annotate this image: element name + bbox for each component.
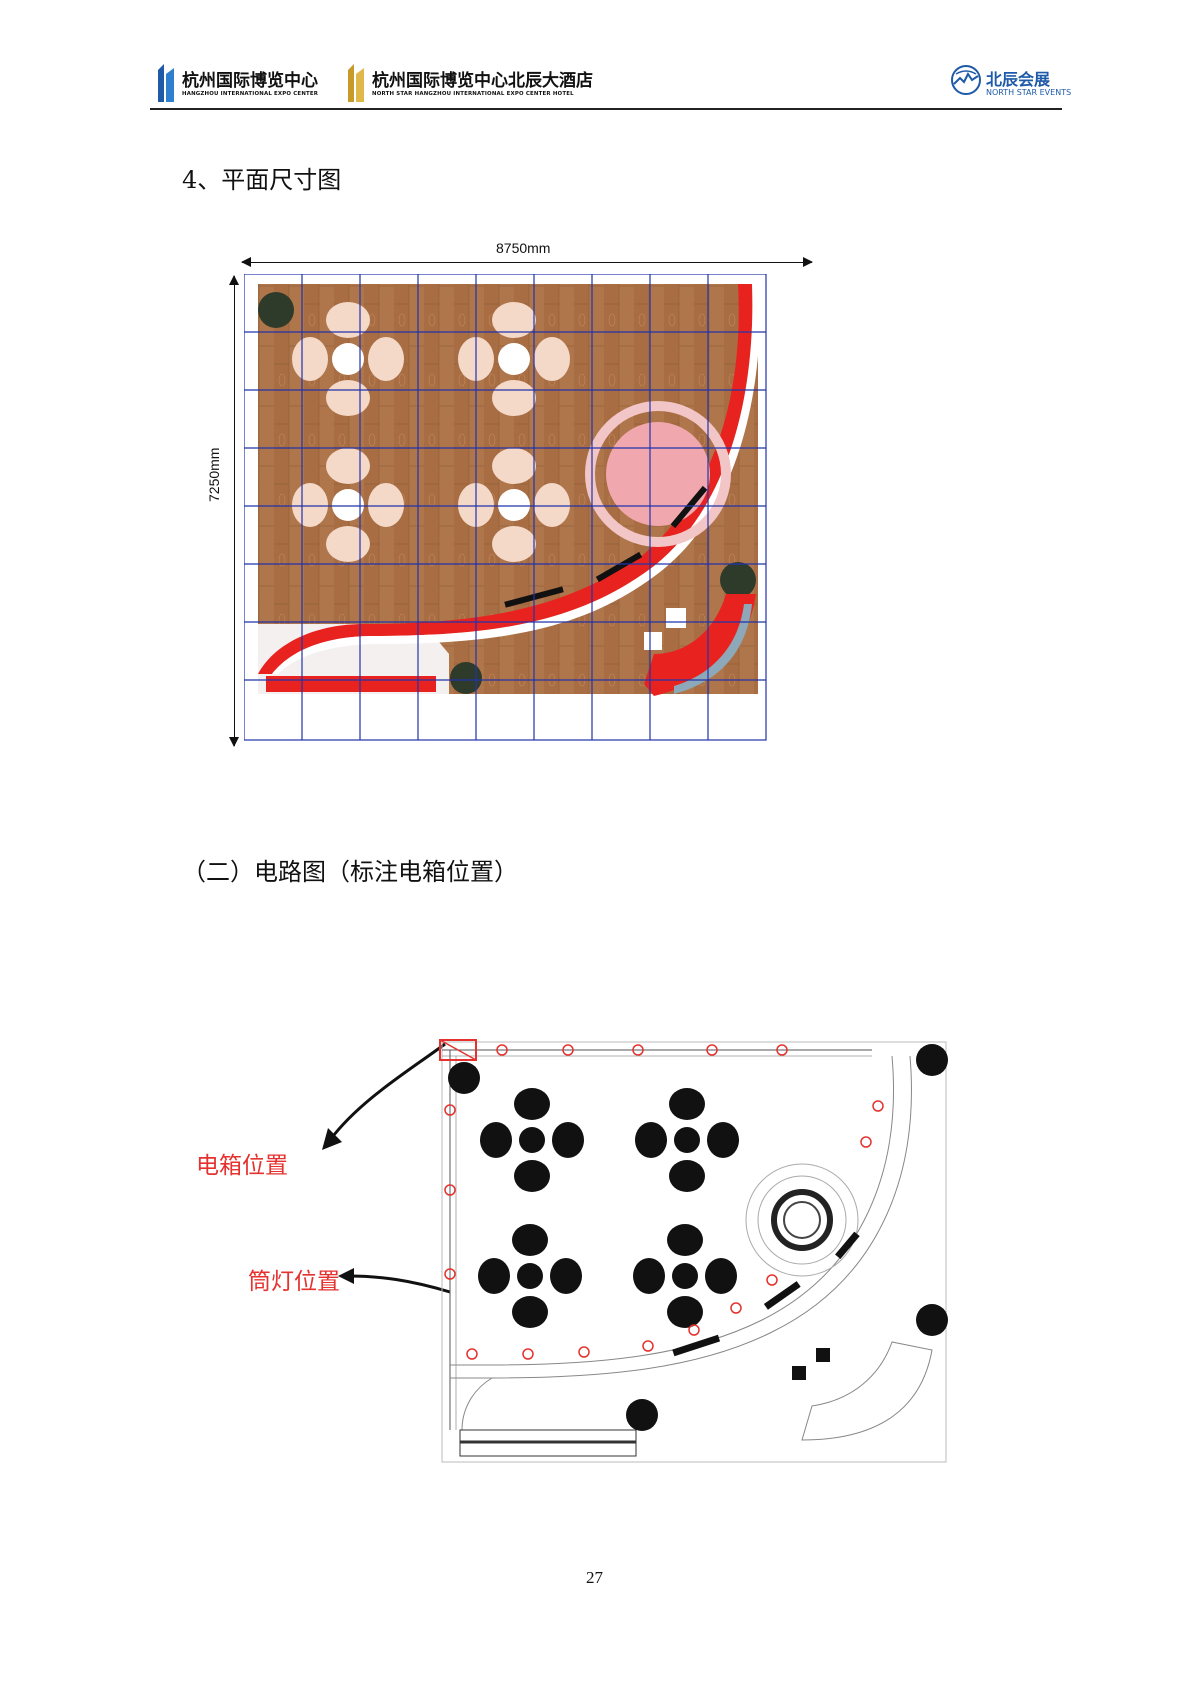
width-dimension-line (241, 257, 813, 267)
plant (916, 1304, 948, 1336)
annotation-electric-box: 电箱位置 (196, 1153, 288, 1179)
plant (258, 292, 294, 328)
plant (720, 562, 756, 598)
arrow-to-light (347, 1274, 451, 1294)
electric-box (439, 1039, 477, 1061)
display-bar (595, 551, 643, 583)
table-set (635, 1088, 739, 1192)
table-set (633, 1224, 737, 1328)
arrow-head (322, 1128, 342, 1150)
stool (644, 632, 662, 650)
plant (448, 1062, 480, 1094)
red-curved-wall (258, 284, 753, 674)
logo3-text-cn: 北辰会展 (986, 70, 1051, 89)
table-set (292, 448, 404, 562)
logo3-text-en: NORTH STAR EVENTS (986, 88, 1072, 97)
plant (450, 662, 482, 694)
logo1-text-en: HANGZHOU INTERNATIONAL EXPO CENTER (182, 91, 319, 97)
expo-logo-icon (158, 64, 174, 102)
display-bar (672, 1334, 721, 1357)
annotation-downlight: 筒灯位置 (248, 1269, 340, 1295)
arrow-head (338, 1268, 354, 1284)
curved-wall-line (450, 1055, 894, 1366)
logo2-text-en: NORTH STAR HANGZHOU INTERNATIONAL EXPO C… (372, 91, 574, 97)
grid-overlay (244, 274, 767, 741)
table-set (480, 1088, 584, 1192)
display-bar (835, 1231, 860, 1260)
north-star-events-logo: 北辰会展 NORTH STAR EVENTS (950, 64, 1071, 104)
north-star-hotel-logo: 杭州国际博览中心北辰大酒店 NORTH STAR HANGZHOU INTERN… (346, 64, 636, 104)
table-set (458, 302, 570, 416)
round-counter-ring (585, 401, 731, 547)
logo1-text-cn: 杭州国际博览中心 (182, 71, 318, 91)
reception-counter-outline (801, 1341, 933, 1441)
logo2-text-cn: 杭州国际博览中心北辰大酒店 (372, 71, 593, 91)
arrow-to-box (328, 1042, 446, 1141)
page-number: 27 (586, 1568, 603, 1587)
table-set (478, 1224, 582, 1328)
stool (816, 1348, 830, 1362)
hangzhou-expo-logo: 杭州国际博览中心 HANGZHOU INTERNATIONAL EXPO CEN… (156, 64, 346, 104)
stool (666, 608, 686, 628)
plant (626, 1399, 658, 1431)
round-counter (606, 422, 710, 526)
floor-plan-figure: 8750mm 7250mm (206, 240, 826, 780)
globe-icon (951, 65, 981, 95)
hotel-logo-icon (348, 64, 364, 102)
section-heading-circuit: （二）电路图（标注电箱位置） (182, 858, 518, 886)
counter-top (674, 604, 752, 694)
page-header: 杭州国际博览中心 HANGZHOU INTERNATIONAL EXPO CEN… (150, 58, 1071, 110)
round-counter-outline (745, 1163, 859, 1277)
width-dimension-label: 8750mm (496, 240, 551, 256)
booth-outline (441, 1041, 947, 1463)
plant (916, 1044, 948, 1076)
downlights (444, 1044, 884, 1360)
floor-plan-image (244, 274, 767, 741)
section-heading-floor-plan: 4、平面尺寸图 (182, 166, 342, 194)
circuit-diagram (439, 1039, 948, 1463)
height-dimension-line (229, 275, 239, 747)
height-dimension-label: 7250mm (206, 447, 222, 502)
red-base-strip (266, 676, 436, 692)
annotation-arrows (322, 1042, 451, 1294)
table-set (292, 302, 404, 416)
stool (792, 1366, 806, 1380)
reception-counter (644, 594, 756, 696)
display-bar (763, 1281, 801, 1310)
display-bar (670, 485, 708, 529)
